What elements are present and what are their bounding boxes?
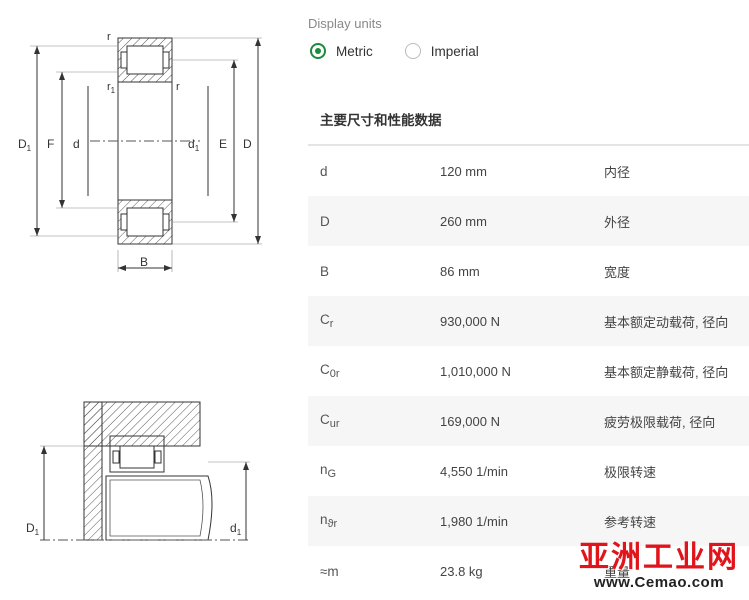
- watermark-line2: www.Cemao.com: [593, 574, 725, 591]
- symbol-cell: Cur: [308, 412, 428, 430]
- symbol-subscript: ϑr: [327, 518, 338, 530]
- imperial-radio[interactable]: [404, 43, 421, 59]
- table-row: nϑr 1,980 1/min 参考转速: [308, 496, 749, 546]
- value-cell: 86 mm: [440, 263, 480, 279]
- symbol-cell: B: [308, 264, 428, 279]
- symbol-subscript: 0r: [329, 368, 340, 380]
- value-cell: 930,000 N: [440, 313, 500, 329]
- table-row: Cur 169,000 N 疲劳极限载荷, 径向: [308, 396, 749, 446]
- symbol-subscript: r: [329, 318, 334, 330]
- specs-panel: Display units Metric Imperial 主要尺寸和性能数据 …: [308, 0, 749, 595]
- description-cell: 内径: [604, 164, 631, 180]
- description-cell: 基本额定动载荷, 径向: [604, 314, 729, 330]
- imperial-label: Imperial: [430, 43, 479, 59]
- table-row: Cr 930,000 N 基本额定动载荷, 径向: [308, 296, 749, 346]
- bearing-drawing-panel: D1 F d d1 E D B r r r1: [0, 0, 300, 595]
- value-cell: 1,980 1/min: [440, 513, 508, 529]
- label-E: E: [219, 137, 227, 151]
- description-cell: 宽度: [604, 264, 631, 280]
- value-cell: 169,000 N: [440, 413, 500, 429]
- watermark-line1: 亚洲工业网: [579, 540, 739, 575]
- table-row: D 260 mm 外径: [308, 196, 749, 246]
- units-radio-group: Metric Imperial: [310, 43, 479, 59]
- symbol-cell: D: [308, 214, 428, 229]
- symbol-text: B: [320, 263, 330, 279]
- symbol-text: D: [320, 213, 330, 229]
- description-cell: 基本额定静载荷, 径向: [604, 364, 729, 380]
- description-cell: 极限转速: [604, 464, 657, 480]
- symbol-cell: Cr: [308, 312, 428, 330]
- label-d: d: [73, 137, 80, 151]
- symbol-text: n: [320, 512, 328, 527]
- top-section-drawing: D1 F d d1 E D B r r r1: [18, 31, 262, 272]
- label-d1-bottom: d1: [230, 521, 242, 537]
- section-title: 主要尺寸和性能数据: [320, 113, 442, 128]
- symbol-cell: C0r: [308, 362, 428, 380]
- table-row: nG 4,550 1/min 极限转速: [308, 446, 749, 496]
- symbol-subscript: G: [327, 468, 337, 480]
- label-D: D: [243, 137, 252, 151]
- symbol-text: C: [320, 412, 330, 427]
- table-row: C0r 1,010,000 N 基本额定静载荷, 径向: [308, 346, 749, 396]
- table-row: ≈m 23.8 kg 重量: [308, 546, 749, 596]
- imperial-option[interactable]: Imperial: [404, 43, 479, 59]
- label-r1: r1: [107, 81, 116, 95]
- symbol-text: n: [320, 462, 328, 477]
- display-units-label: Display units: [308, 16, 382, 31]
- metric-radio[interactable]: [310, 43, 326, 59]
- label-B: B: [140, 255, 148, 269]
- value-cell: 1,010,000 N: [440, 363, 511, 379]
- table-row: B 86 mm 宽度: [308, 246, 749, 296]
- symbol-cell: nG: [308, 462, 428, 480]
- bottom-mounting-drawing: D1 d1: [26, 401, 250, 541]
- watermark: 亚洲工业网 www.Cemao.com: [579, 532, 739, 591]
- label-d1: d1: [188, 137, 200, 153]
- description-cell: 外径: [604, 214, 631, 230]
- description-cell: 参考转速: [604, 514, 657, 530]
- label-r-right: r: [176, 81, 180, 93]
- symbol-cell: d: [308, 164, 428, 179]
- value-cell: 23.8 kg: [440, 563, 483, 579]
- symbol-cell: ≈m: [308, 564, 428, 579]
- value-cell: 120 mm: [440, 163, 487, 179]
- symbol-text: d: [320, 163, 328, 179]
- metric-label: Metric: [336, 43, 373, 59]
- value-cell: 260 mm: [440, 213, 487, 229]
- metric-option[interactable]: Metric: [310, 43, 373, 59]
- table-row: d 120 mm 内径: [308, 146, 749, 196]
- description-cell: 重量: [604, 564, 631, 580]
- value-cell: 4,550 1/min: [440, 463, 508, 479]
- symbol-cell: nϑr: [308, 512, 428, 530]
- title-divider: [308, 144, 749, 146]
- symbol-subscript: ur: [329, 418, 340, 430]
- label-F: F: [47, 137, 54, 151]
- specs-table: d 120 mm 内径 D 260 mm 外径 B 86 mm 宽度 Cr 930,000 N 基本额…: [308, 146, 749, 596]
- label-D1-bottom: D1: [26, 521, 40, 537]
- symbol-text: C: [320, 312, 330, 327]
- bearing-drawing-svg: D1 F d d1 E D B r r r1: [18, 31, 262, 541]
- label-D1-top: D1: [18, 137, 32, 153]
- description-cell: 疲劳极限载荷, 径向: [604, 414, 716, 430]
- symbol-text: C: [320, 362, 330, 377]
- symbol-text: ≈m: [320, 563, 339, 579]
- label-r-top: r: [107, 31, 111, 43]
